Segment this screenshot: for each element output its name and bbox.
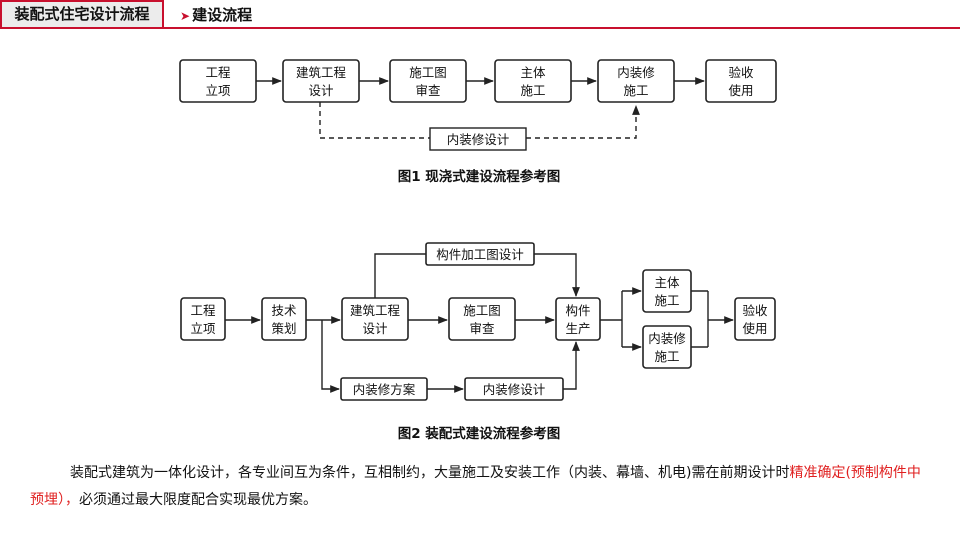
paragraph-part2: 必须通过最大限度配合实现最优方案。 bbox=[79, 492, 317, 508]
fig2-box-produce-line2: 生产 bbox=[565, 321, 590, 336]
fig1-box-5-line1: 内装修 bbox=[617, 65, 655, 80]
fig2-top-box-label: 构件加工图设计 bbox=[436, 247, 524, 262]
fig1-box-6 bbox=[705, 59, 777, 103]
fig2-box-main-line2: 施工 bbox=[654, 293, 679, 308]
fig2-box-main-line1: 主体 bbox=[654, 275, 680, 290]
figure1: 工程 立项 建筑工程 设计 施工图 审查 主体 施工 内装修 施工 验收 使用 … bbox=[179, 59, 777, 185]
fig2-box-plan-line1: 技术 bbox=[271, 303, 297, 318]
fig2-top-line-left bbox=[374, 253, 426, 298]
fig1-side-box-label: 内装修设计 bbox=[447, 132, 510, 147]
fig2-box-produce-line1: 构件 bbox=[565, 303, 590, 318]
fig2-box-plan bbox=[261, 297, 307, 341]
header-tab[interactable]: 装配式住宅设计流程 bbox=[0, 0, 164, 29]
fig1-box-1-line1: 工程 bbox=[205, 65, 231, 80]
fig2-box-design-line2: 设计 bbox=[362, 321, 387, 336]
figure2: 工程 立项 技术 策划 建筑工程 设计 施工图 审查 构件 生产 主体 施工 内… bbox=[180, 242, 776, 442]
fig2-box-design-line1: 建筑工程 bbox=[350, 303, 401, 318]
fig2-bottom-box-2-label: 内装修设计 bbox=[483, 382, 546, 397]
fig1-box-1-line2: 立项 bbox=[205, 83, 230, 98]
fig1-side-box bbox=[429, 127, 527, 151]
arrow-icon: ➤ bbox=[180, 9, 191, 23]
fig1-dashed-line-right bbox=[526, 105, 640, 139]
fig2-bottom-box-1-label: 内装修方案 bbox=[353, 382, 416, 397]
fig2-box-review bbox=[448, 297, 516, 341]
fig1-box-5-line2: 施工 bbox=[623, 83, 648, 98]
paragraph-part1: 装配式建筑为一体化设计，各专业间互为条件，互相制约，大量施工及安装工作（内装、幕… bbox=[70, 465, 790, 481]
fig2-box-accept-line1: 验收 bbox=[742, 303, 768, 318]
fig2-box-interior-line1: 内装修 bbox=[648, 331, 686, 346]
fig2-bottom-line-right bbox=[563, 341, 580, 390]
fig1-box-4-line1: 主体 bbox=[520, 65, 546, 80]
fig1-box-3-line2: 审查 bbox=[415, 83, 441, 98]
header-divider bbox=[164, 27, 960, 29]
section-title-text: 建设流程 bbox=[192, 6, 253, 24]
fig2-box-start-line1: 工程 bbox=[190, 303, 216, 318]
fig2-box-plan-line2: 策划 bbox=[271, 321, 296, 336]
fig1-box-2-line2: 设计 bbox=[308, 83, 333, 98]
fig1-box-4-line2: 施工 bbox=[520, 83, 545, 98]
fig1-box-3-line1: 施工图 bbox=[409, 65, 447, 80]
fig1-box-6-line1: 验收 bbox=[728, 65, 754, 80]
fig2-box-accept bbox=[734, 297, 776, 341]
fig2-caption: 图2 装配式建设流程参考图 bbox=[398, 425, 561, 442]
fig1-dashed-line-left bbox=[319, 102, 430, 139]
fig2-box-review-line2: 审查 bbox=[469, 321, 495, 336]
fig2-bottom-line-left bbox=[321, 320, 340, 393]
fig2-box-start bbox=[180, 297, 226, 341]
fig2-box-start-line2: 立项 bbox=[190, 321, 215, 336]
fig2-box-produce bbox=[555, 297, 601, 341]
fig2-top-line-right bbox=[534, 253, 580, 297]
fig1-box-2-line1: 建筑工程 bbox=[296, 65, 347, 80]
description-paragraph: 装配式建筑为一体化设计，各专业间互为条件，互相制约，大量施工及安装工作（内装、幕… bbox=[30, 460, 930, 514]
fig1-box-6-line2: 使用 bbox=[728, 83, 753, 98]
fig1-caption: 图1 现浇式建设流程参考图 bbox=[398, 168, 561, 185]
fig2-box-accept-line2: 使用 bbox=[742, 321, 767, 336]
section-title: ➤建设流程 bbox=[180, 4, 252, 25]
paragraph-highlight: 精准确定(预制构件中预埋）， bbox=[30, 465, 921, 508]
fig2-box-interior-line2: 施工 bbox=[654, 349, 679, 364]
fig2-box-review-line1: 施工图 bbox=[463, 303, 501, 318]
